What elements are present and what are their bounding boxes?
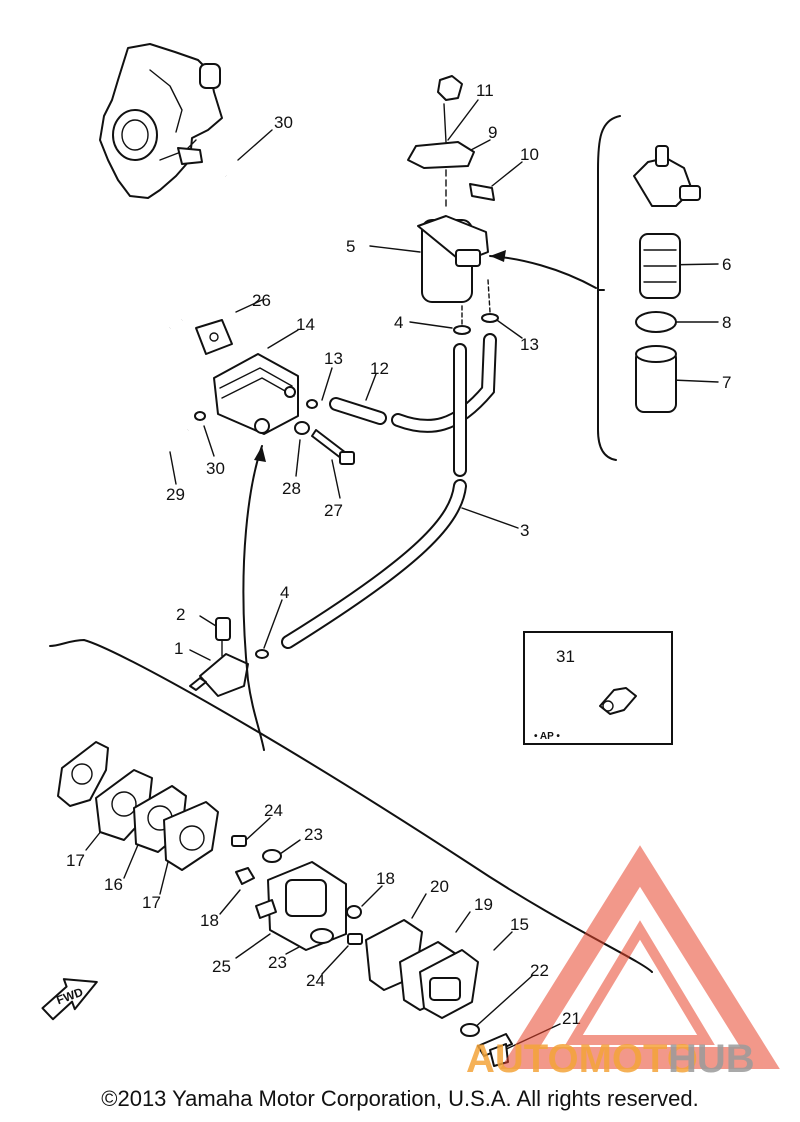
callout-10: 10	[520, 145, 539, 164]
callout-26: 26	[252, 291, 271, 310]
inset-box-31	[523, 631, 673, 745]
copyright-notice: ©2013 Yamaha Motor Corporation, U.S.A. A…	[101, 1086, 699, 1111]
callout-20: 20	[430, 877, 449, 896]
callout-21: 21	[562, 1009, 581, 1028]
callout-3: 3	[520, 521, 529, 540]
callout-24-bottom: 24	[306, 971, 325, 990]
callout-23-bottom: 23	[268, 953, 287, 972]
fuel-pump	[194, 319, 355, 465]
callout-29: 29	[166, 485, 185, 504]
callout-13-left: 13	[324, 349, 343, 368]
automotohub-watermark	[500, 845, 780, 1069]
callout-15: 15	[510, 915, 529, 934]
callout-11: 11	[476, 81, 494, 100]
watermark-text: AUTOMOTO HUB	[466, 1037, 755, 1081]
callout-30-bottom: 30	[206, 459, 225, 478]
fwd-arrow: FWD	[41, 978, 98, 1021]
carburetor	[99, 43, 223, 199]
fuel-filter-assembly	[407, 75, 597, 335]
callout-4-bottom: 4	[280, 583, 289, 602]
callout-24-top: 24	[264, 801, 283, 820]
callout-27: 27	[324, 501, 343, 520]
watermark-part1: AUTOMOTO	[466, 1037, 698, 1081]
callout-1: 1	[174, 639, 183, 658]
callout-8: 8	[722, 313, 731, 332]
filter-detail-group	[597, 115, 701, 461]
callout-14: 14	[296, 315, 315, 334]
callout-9: 9	[488, 123, 497, 142]
callout-19: 19	[474, 895, 493, 914]
watermark-part2: HUB	[668, 1037, 755, 1081]
callout-31: 31	[556, 647, 575, 666]
callout-7: 7	[722, 373, 731, 392]
callout-numbers: 30 11 9 10 5 4 13 6 8 7 26 14 13 12 30 2…	[66, 81, 731, 1028]
callout-16: 16	[104, 875, 123, 894]
callout-22: 22	[530, 961, 549, 980]
fuel-joint	[189, 445, 269, 751]
callout-30-top: 30	[274, 113, 293, 132]
callout-28: 28	[282, 479, 301, 498]
ap-label: • AP •	[534, 731, 560, 742]
callout-17-left: 17	[66, 851, 85, 870]
callout-18-left: 18	[200, 911, 219, 930]
callout-17-right: 17	[142, 893, 161, 912]
callout-13-right: 13	[520, 335, 539, 354]
pump-diaphragm-stack	[57, 741, 513, 1067]
fuel-hoses	[99, 172, 497, 649]
callout-6: 6	[722, 255, 731, 274]
callout-12: 12	[370, 359, 389, 378]
callout-25: 25	[212, 957, 231, 976]
callout-5: 5	[346, 237, 355, 256]
callout-2: 2	[176, 605, 185, 624]
callout-18-right: 18	[376, 869, 395, 888]
callout-23-top: 23	[304, 825, 323, 844]
callout-4-top: 4	[394, 313, 403, 332]
